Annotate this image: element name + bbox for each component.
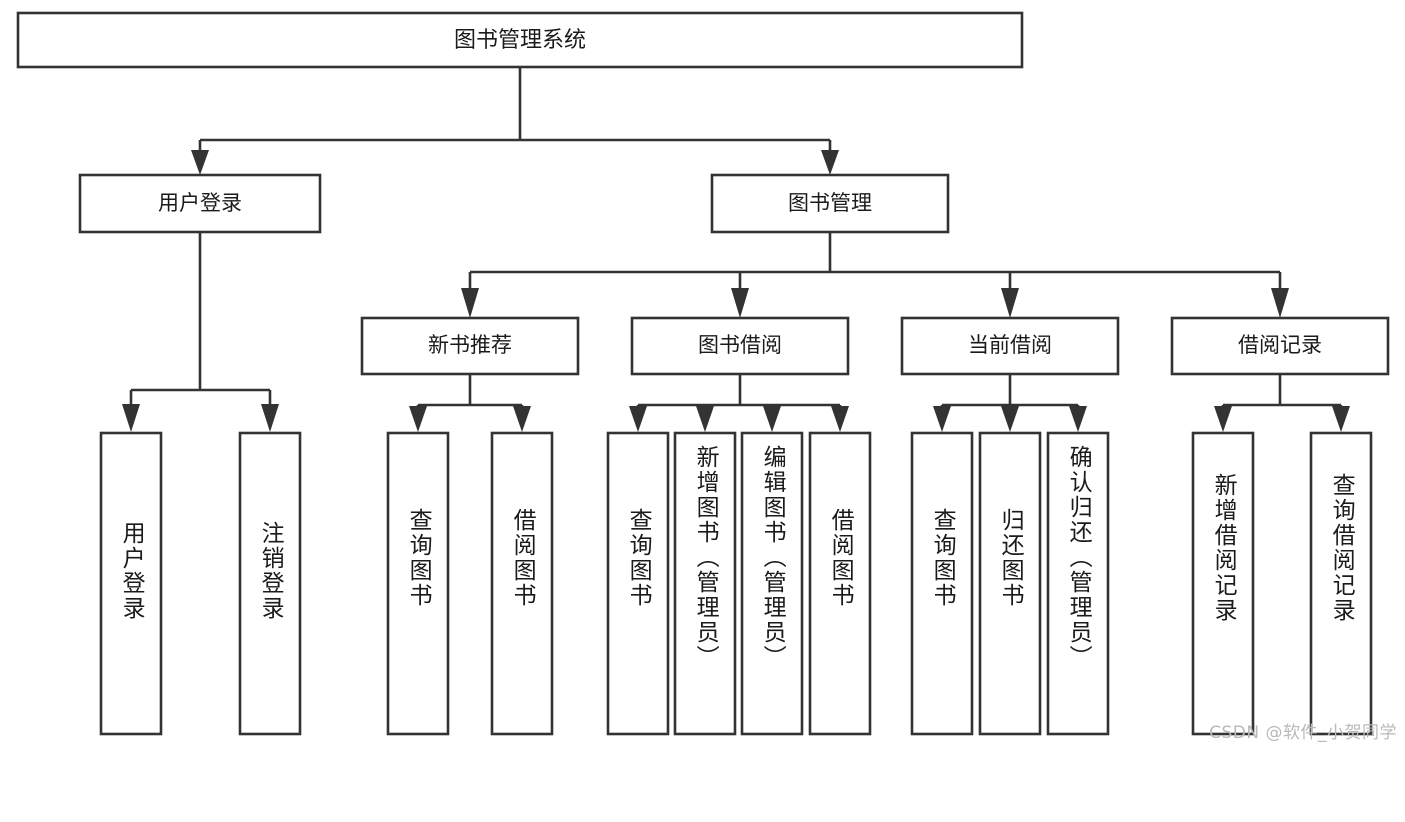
node-label-new-book-recommend: 新书推荐 <box>428 333 512 357</box>
node-box-leaf-add-book[interactable] <box>673 431 737 736</box>
node-label-user-login: 用户登录 <box>158 191 242 215</box>
node-box-current-borrow[interactable] <box>900 316 1120 376</box>
arrow-to-current-borrow <box>1001 288 1019 318</box>
arrow-to-borrow-records <box>1271 288 1289 318</box>
csdn-watermark: CSDN @软件_小贺同学 <box>1209 723 1397 743</box>
node-box-leaf-edit-book[interactable] <box>740 431 804 736</box>
node-box-user-login[interactable] <box>78 173 322 234</box>
node-label-borrow-records: 借阅记录 <box>1238 333 1322 357</box>
node-box-leaf-add-record[interactable] <box>1191 431 1255 736</box>
node-box-leaf-query-book-a[interactable] <box>386 431 450 736</box>
edges-bookmgmt-to-level2 <box>461 232 1289 318</box>
arrow-to-leaf-query-book-a <box>409 406 427 432</box>
arrow-to-leaf-edit-book <box>763 406 781 432</box>
node-box-leaf-user-login[interactable] <box>99 431 163 736</box>
node-box-book-management[interactable] <box>710 173 950 234</box>
flowchart-canvas: 图书管理系统 用户登录 图书管理 新书推荐 图书借阅 当前借阅 借阅记录 用户登… <box>16 11 1397 743</box>
node-box-root[interactable] <box>16 11 1024 69</box>
flowchart-svg: 图书管理系统 用户登录 图书管理 新书推荐 图书借阅 当前借阅 借阅记录 <box>16 11 1390 736</box>
node-box-leaf-logout[interactable] <box>238 431 302 736</box>
node-box-new-book-recommend[interactable] <box>360 316 580 376</box>
edges-bookborrow-to-leaves <box>629 374 849 432</box>
node-box-borrow-records[interactable] <box>1170 316 1390 376</box>
edges-newbook-to-leaves <box>409 374 531 432</box>
arrow-to-leaf-borrow-book-b <box>831 406 849 432</box>
arrow-to-new-book-recommend <box>461 288 479 318</box>
arrow-root-to-book-mgmt <box>821 150 839 175</box>
arrow-to-leaf-query-record <box>1332 406 1350 432</box>
node-label-root: 图书管理系统 <box>454 28 586 53</box>
arrow-to-leaf-add-record <box>1214 406 1232 432</box>
edges-userlogin-to-leaves <box>122 232 279 432</box>
node-box-leaf-return-book[interactable] <box>978 431 1042 736</box>
arrow-to-leaf-logout <box>261 404 279 432</box>
node-box-leaf-query-record[interactable] <box>1309 431 1373 736</box>
arrow-to-book-borrow <box>731 288 749 318</box>
arrow-to-leaf-confirm-return <box>1069 406 1087 432</box>
node-box-leaf-query-book-b[interactable] <box>606 431 670 736</box>
arrow-to-leaf-query-book-c <box>933 406 951 432</box>
node-label-book-borrow: 图书借阅 <box>698 333 782 357</box>
node-box-leaf-query-book-c[interactable] <box>910 431 974 736</box>
arrow-to-leaf-user-login <box>122 404 140 432</box>
arrow-root-to-user-login <box>191 150 209 175</box>
node-box-leaf-borrow-book-a[interactable] <box>490 431 554 736</box>
node-label-book-management: 图书管理 <box>788 191 872 215</box>
node-box-leaf-confirm-return[interactable] <box>1046 431 1110 736</box>
arrow-to-leaf-return-book <box>1001 406 1019 432</box>
node-label-current-borrow: 当前借阅 <box>968 333 1052 357</box>
edges-root-to-level1 <box>191 67 839 175</box>
edges-currentborrow-to-leaves <box>933 374 1087 432</box>
edges-borrowrecords-to-leaves <box>1214 374 1350 432</box>
arrow-to-leaf-query-book-b <box>629 406 647 432</box>
arrow-to-leaf-borrow-book-a <box>513 406 531 432</box>
arrow-to-leaf-add-book <box>696 406 714 432</box>
node-box-leaf-borrow-book-b[interactable] <box>808 431 872 736</box>
node-box-book-borrow[interactable] <box>630 316 850 376</box>
